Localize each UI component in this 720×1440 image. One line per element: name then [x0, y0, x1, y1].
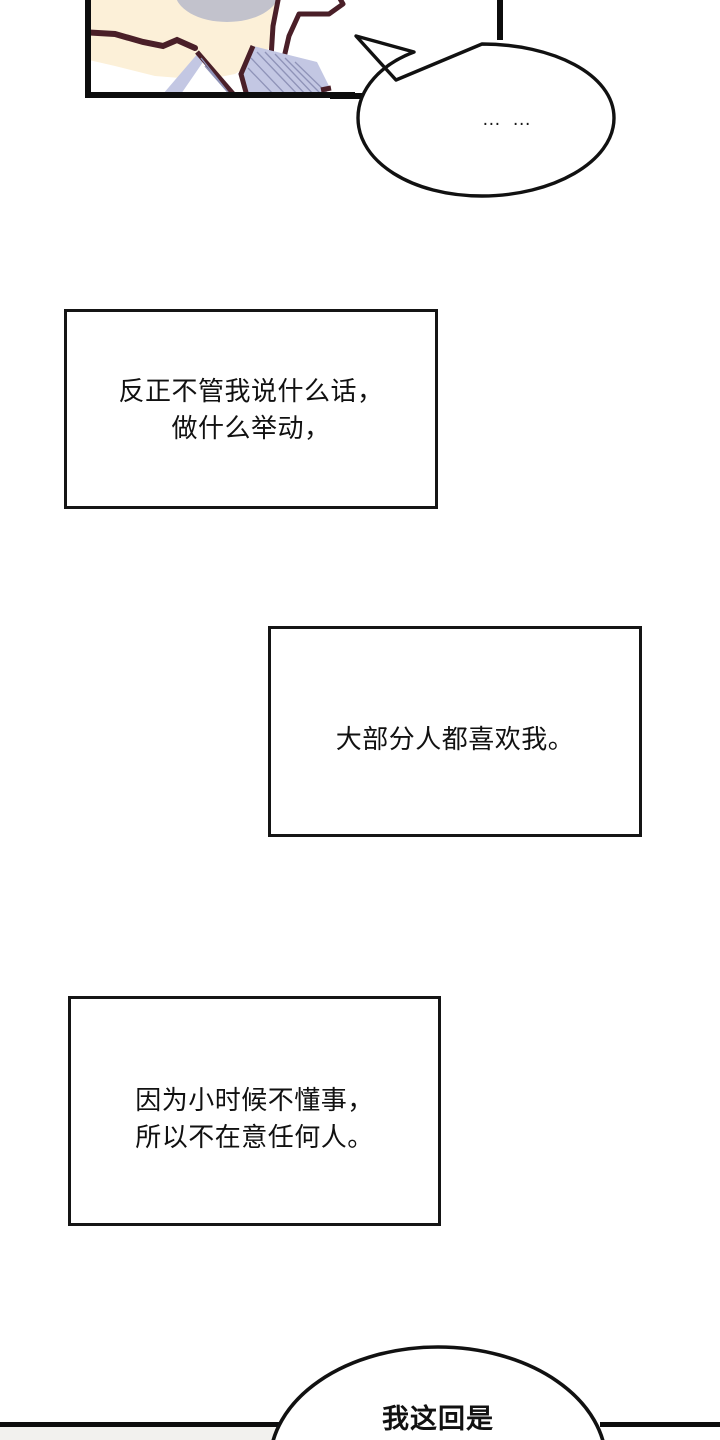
narration-box-1: 反正不管我说什么话， 做什么举动，	[64, 309, 438, 509]
cloth-right-fold	[238, 45, 256, 97]
panel-border-left	[85, 0, 91, 98]
bubble-bottom-text: 我这回是	[382, 1404, 494, 1434]
bubble-top-text: … …	[481, 109, 535, 130]
cloth-right-edge	[320, 85, 332, 93]
panel-rule-horizontal	[330, 93, 370, 99]
narration-text-2: 大部分人都喜欢我。	[335, 724, 575, 755]
narration-text-1: 反正不管我说什么话， 做什么举动，	[118, 376, 384, 443]
bubble-bottom-outline	[271, 1345, 605, 1440]
cloth-left-fold	[195, 50, 237, 98]
narration-text-3: 因为小时候不懂事， 所以不在意任何人。	[135, 1085, 374, 1152]
bubble-bottom-shape	[271, 1345, 605, 1440]
panel-border-bottom	[85, 92, 355, 98]
panel-artwork	[85, 0, 355, 98]
bubble-top-outline	[354, 34, 616, 198]
narration-box-3: 因为小时候不懂事， 所以不在意任何人。	[68, 996, 441, 1226]
cloth-left-inner	[181, 62, 231, 94]
panel-rule-vertical	[497, 0, 503, 40]
bubble-top-shape	[354, 34, 616, 198]
bottom-strip	[0, 1427, 283, 1440]
bubble-bottom: 我这回是	[268, 1345, 608, 1440]
hair-shadow-shape	[176, 0, 278, 22]
top-comic-panel	[85, 0, 355, 98]
bubble-top: … …	[352, 30, 622, 210]
narration-box-2: 大部分人都喜欢我。	[268, 626, 642, 837]
panel-divider-right	[600, 1422, 720, 1427]
panel-divider-left	[0, 1422, 283, 1427]
arm-shape	[268, 0, 346, 65]
body-contour	[85, 29, 198, 51]
